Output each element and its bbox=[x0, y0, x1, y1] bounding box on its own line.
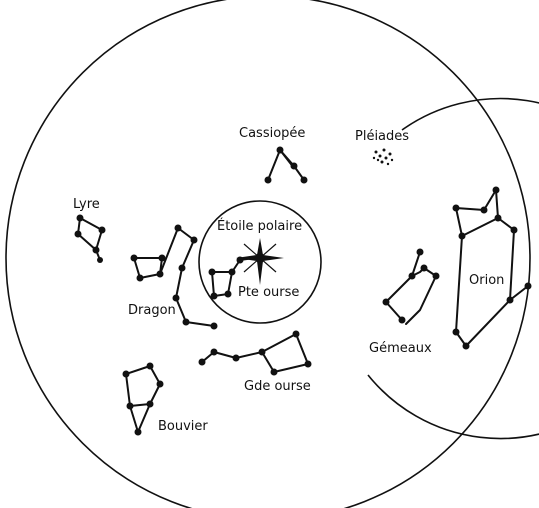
inner-circle bbox=[198, 200, 322, 324]
label-orion: Orion bbox=[469, 273, 504, 288]
label-pleiades: Pléiades bbox=[355, 129, 409, 144]
pleiades-cluster-icon bbox=[372, 148, 394, 166]
gemini-constellation bbox=[382, 248, 440, 325]
big-dipper-constellation bbox=[198, 330, 312, 376]
label-little-dipper: Pte ourse bbox=[238, 285, 299, 300]
lyra-constellation bbox=[74, 214, 106, 263]
orion-constellation bbox=[452, 186, 532, 350]
little-dipper-constellation bbox=[208, 256, 255, 300]
outer-circle bbox=[5, 0, 531, 508]
polaris-star-icon bbox=[236, 238, 284, 285]
label-cassiopeia: Cassiopée bbox=[239, 126, 305, 141]
label-draco: Dragon bbox=[128, 303, 176, 318]
label-big-dipper: Gde ourse bbox=[244, 379, 311, 394]
label-lyra: Lyre bbox=[73, 197, 100, 212]
bootes-constellation bbox=[122, 362, 164, 436]
middle-circle bbox=[367, 97, 539, 440]
draco-constellation bbox=[130, 224, 218, 330]
label-gemini: Gémeaux bbox=[369, 341, 432, 356]
label-polaris: Étoile polaire bbox=[217, 218, 302, 234]
label-bootes: Bouvier bbox=[158, 419, 208, 434]
cassiopeia-constellation bbox=[264, 146, 308, 184]
